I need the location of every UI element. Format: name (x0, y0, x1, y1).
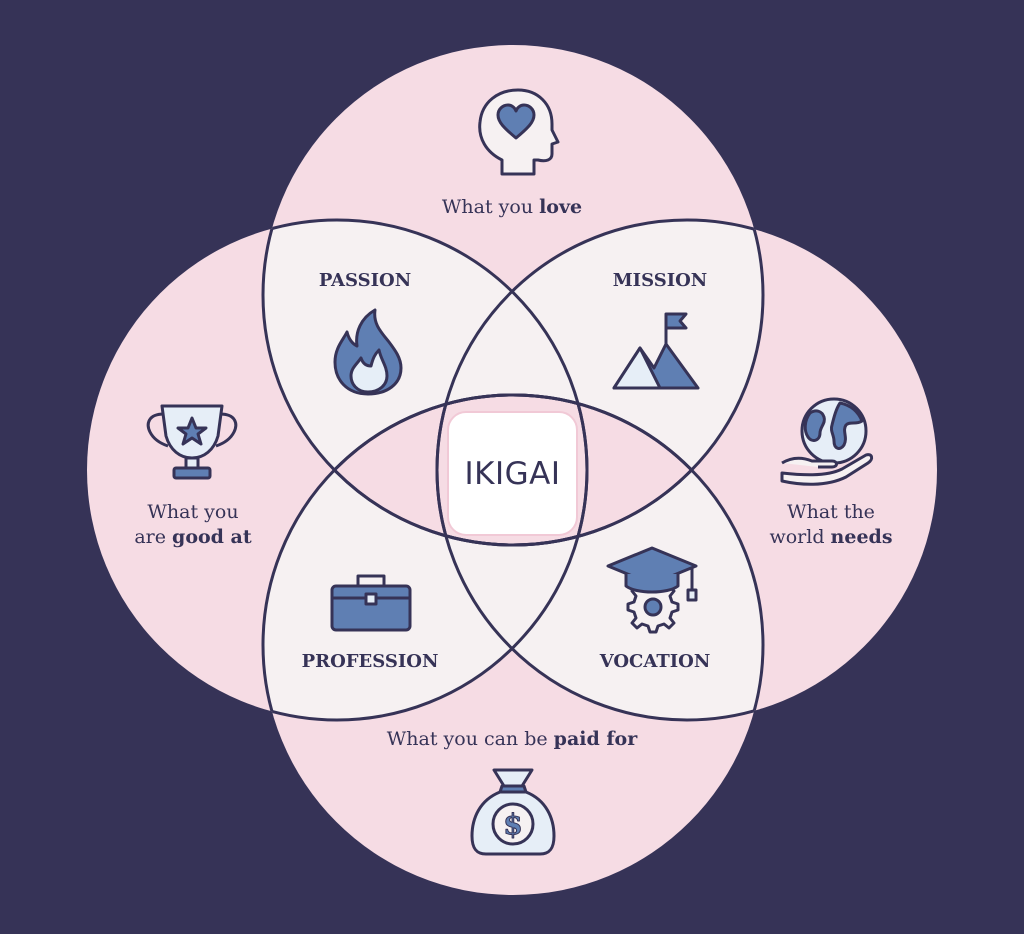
label-what-you-are-good-at: What you are good at (134, 501, 252, 548)
ikigai-center-label: IKIGAI (464, 455, 561, 492)
head-heart-icon (478, 88, 560, 176)
label-mission: MISSION (612, 270, 708, 291)
label-profession: PROFESSION (301, 651, 439, 672)
trophy-star-icon (146, 404, 238, 480)
label-what-you-can-be-paid-for: What you can be paid for (386, 728, 638, 750)
outlines (261, 218, 765, 722)
mountain-flag-icon (612, 312, 700, 390)
graduation-gear-icon (606, 546, 698, 634)
money-bag-icon: $ (470, 768, 556, 856)
label-what-the-world-needs: What the world needs (769, 501, 893, 548)
label-passion: PASSION (318, 270, 412, 291)
label-vocation: VOCATION (599, 651, 711, 672)
globe-in-hand-icon (780, 397, 874, 486)
label-what-you-love: What you love (441, 196, 583, 218)
ikigai-box (447, 411, 578, 536)
overlap-regions (263, 220, 763, 720)
flame-icon (333, 308, 403, 396)
svg-text:$: $ (503, 808, 522, 841)
briefcase-icon (330, 574, 412, 632)
